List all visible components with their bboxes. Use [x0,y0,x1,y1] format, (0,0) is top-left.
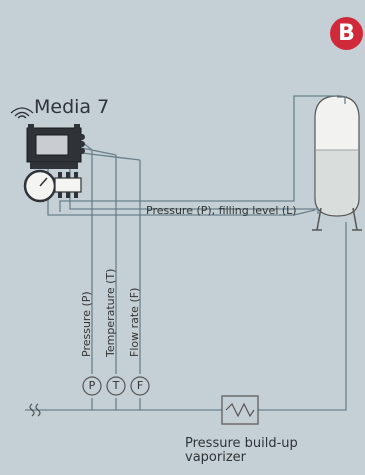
pressure-gauge [23,169,82,203]
pressure-filling-level-label: Pressure (P), filling level (L) [146,204,297,217]
vaporizer-label: Pressure build-up vaporizer [185,437,298,465]
vaporizer-symbol [221,395,259,425]
temperature-label: Temperature (T) [104,268,117,357]
flow-rate-label: Flow rate (F) [128,287,141,357]
section-badge: B [330,17,363,50]
vaporizer-label-line1: Pressure build-up [185,436,298,451]
device-title: Media 7 [34,96,110,118]
wireless-icon [10,107,34,119]
storage-tank [312,95,362,231]
instrument-circles [82,376,150,396]
vaporizer-label-line2: vaporizer [185,450,246,465]
media7-device [26,124,85,169]
pressure-label: Pressure (P) [80,291,93,357]
instrument-p: P [88,379,96,392]
instrument-f: F [136,379,144,392]
pipes [25,95,347,411]
instrument-t: T [112,379,120,392]
pipe-break-symbol [29,403,41,417]
